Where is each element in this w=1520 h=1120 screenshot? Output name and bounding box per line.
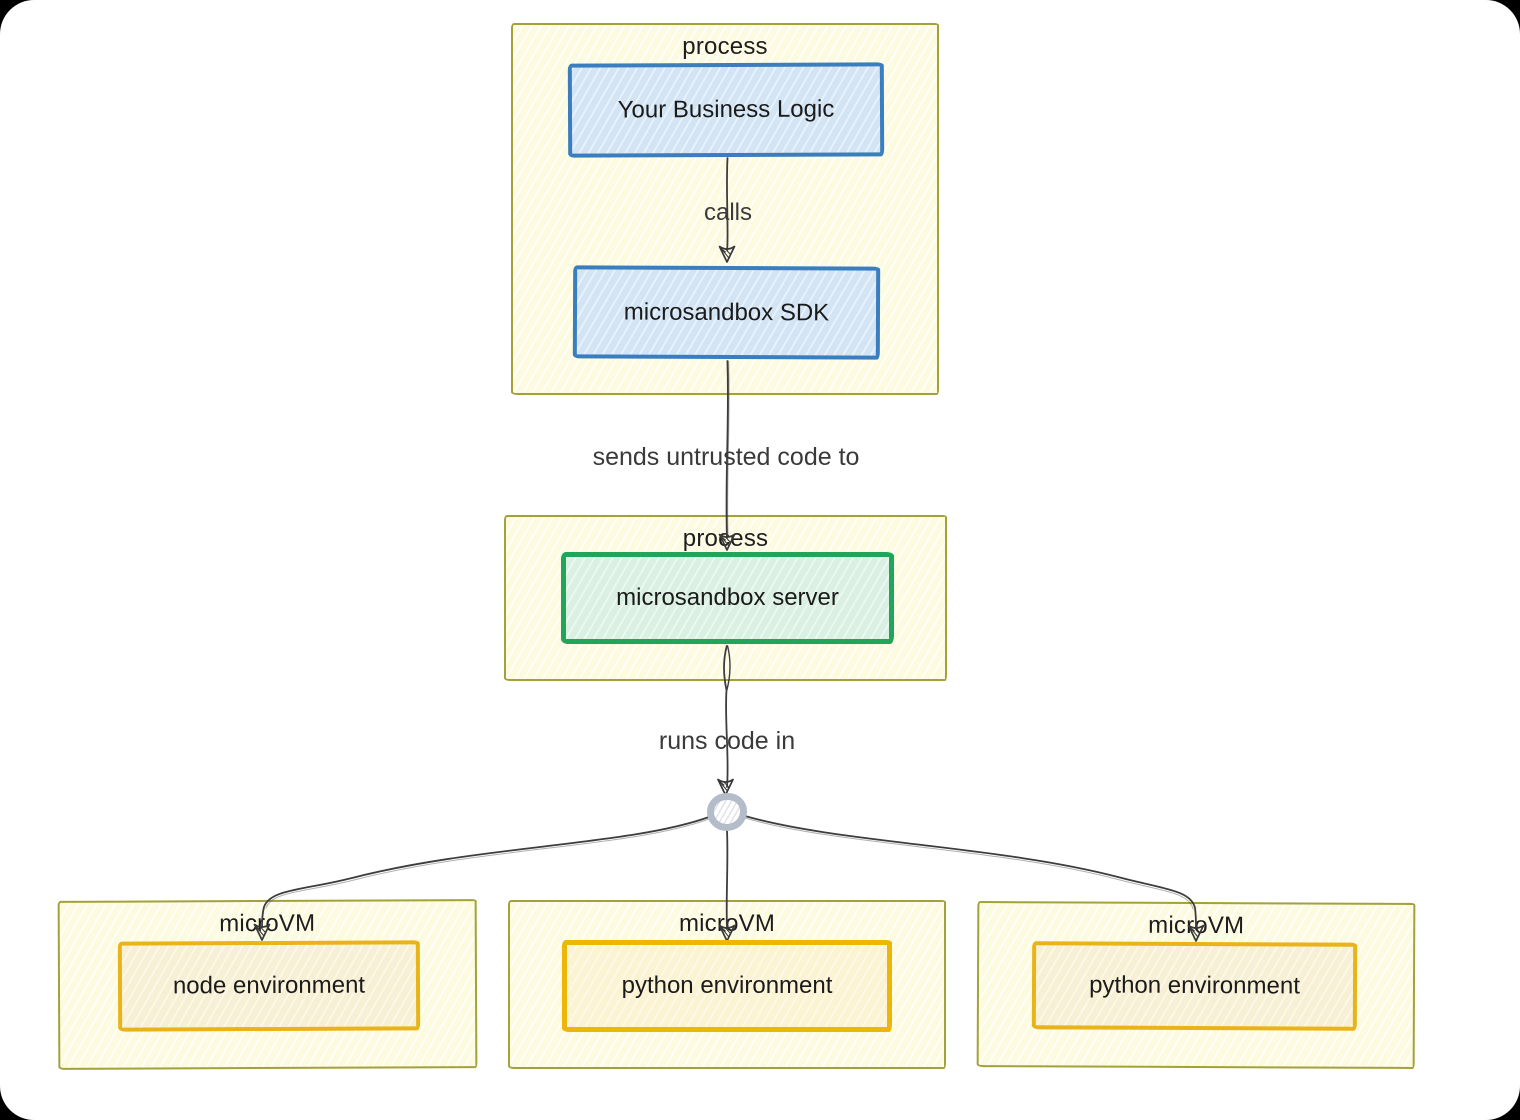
- cluster-label: process: [682, 33, 768, 60]
- cluster-label: process: [682, 525, 769, 552]
- node-python-environment-1: python environment: [562, 940, 892, 1032]
- node-node-environment: node environment: [117, 940, 421, 1032]
- node-label: Your Business Logic: [617, 95, 835, 124]
- edge-label-calls: calls: [703, 199, 753, 226]
- node-python-environment-2: python environment: [1031, 941, 1358, 1031]
- cluster-label: microVM: [1148, 911, 1245, 940]
- node-label: microsandbox SDK: [623, 298, 830, 326]
- node-microsandbox-sdk: microsandbox SDK: [572, 265, 881, 360]
- node-label: python environment: [1089, 971, 1300, 1000]
- node-your-business-logic: Your Business Logic: [567, 62, 885, 158]
- node-label: microsandbox server: [616, 584, 839, 611]
- node-label: python environment: [621, 972, 833, 999]
- cluster-label: microVM: [678, 910, 776, 937]
- edge-label-sends-untrusted-code-to: sends untrusted code to: [592, 443, 860, 471]
- cluster-label: microVM: [219, 909, 316, 938]
- edge-label-runs-code-in: runs code in: [658, 727, 796, 755]
- junction-circle: [707, 793, 747, 831]
- node-label: node environment: [172, 971, 366, 1000]
- node-microsandbox-server: microsandbox server: [561, 552, 894, 644]
